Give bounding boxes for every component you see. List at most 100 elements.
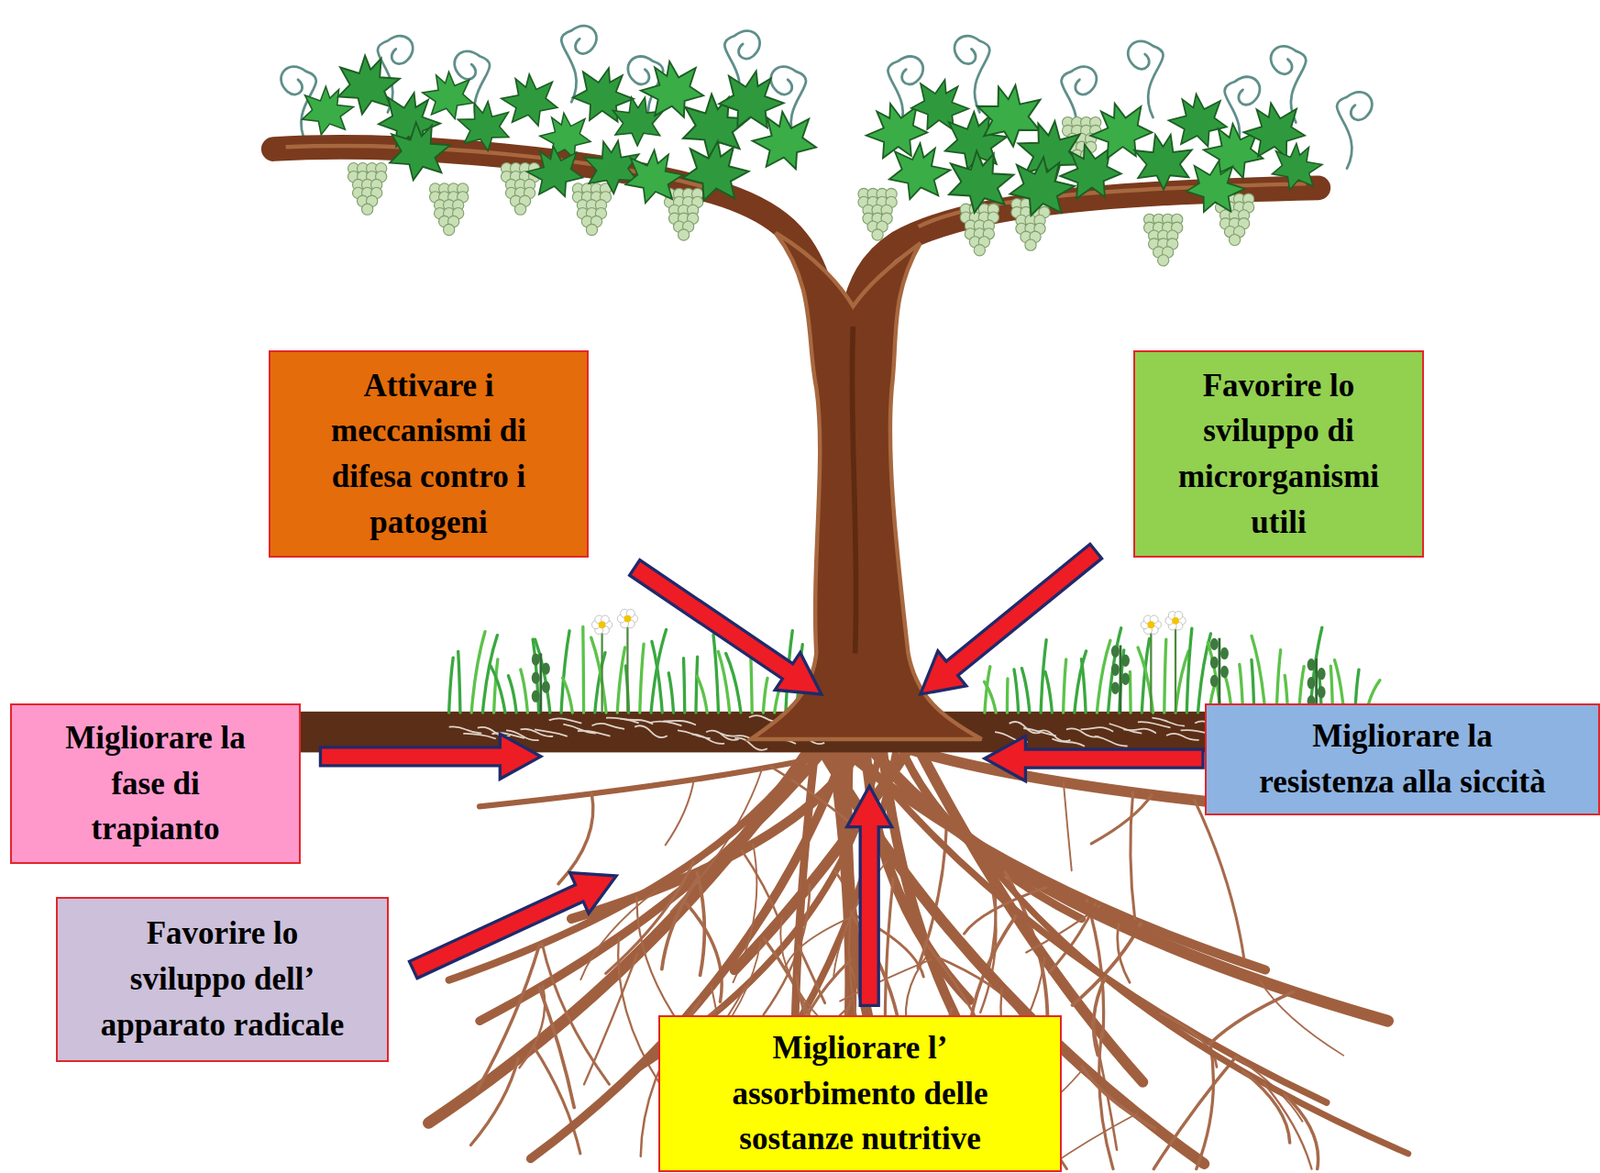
grass-blade bbox=[490, 665, 506, 713]
fine-root bbox=[449, 726, 483, 733]
root-hair bbox=[1091, 794, 1152, 844]
canopy bbox=[297, 51, 1326, 266]
grass-blade bbox=[1021, 668, 1029, 713]
seed-head bbox=[531, 689, 541, 702]
trunk-shade bbox=[851, 326, 856, 653]
root-hair bbox=[1196, 1042, 1214, 1170]
grass-blade bbox=[591, 637, 607, 713]
grass-blade bbox=[1063, 659, 1067, 713]
fine-root bbox=[577, 730, 611, 737]
fine-root bbox=[634, 725, 668, 738]
grape bbox=[585, 223, 597, 235]
flower-center bbox=[624, 615, 632, 623]
grass-blade bbox=[1074, 651, 1087, 713]
root-hair bbox=[1099, 1033, 1114, 1170]
fine-root bbox=[1123, 728, 1157, 734]
vine-leaf bbox=[612, 97, 664, 147]
flower-stem bbox=[600, 624, 603, 713]
vine-leaf bbox=[674, 132, 755, 212]
seed-head bbox=[531, 671, 541, 684]
grass-blade bbox=[617, 647, 625, 713]
grass-blade bbox=[651, 640, 663, 713]
root-hair bbox=[1153, 1056, 1236, 1169]
root-hair bbox=[541, 943, 609, 1084]
grass-blade bbox=[684, 658, 685, 713]
fine-root bbox=[662, 720, 696, 726]
grass-blade bbox=[494, 659, 498, 713]
grass-blade bbox=[562, 677, 574, 713]
root-hair bbox=[1263, 1082, 1312, 1170]
grape bbox=[1025, 239, 1037, 251]
fine-root bbox=[649, 721, 683, 727]
flower-stem bbox=[626, 618, 629, 713]
seed-head bbox=[1111, 645, 1120, 658]
red-arrow bbox=[920, 543, 1103, 695]
grape bbox=[362, 203, 374, 215]
seed-head bbox=[1210, 638, 1219, 651]
grass-blade bbox=[1164, 639, 1167, 713]
flower-center bbox=[1147, 620, 1155, 629]
fine-root bbox=[1094, 736, 1128, 747]
tendril bbox=[1127, 41, 1163, 118]
vine-leaf bbox=[1002, 149, 1081, 227]
root-hair bbox=[558, 793, 594, 883]
box-label: Migliorare l’ assorbimento delle sostanz… bbox=[711, 1025, 1009, 1162]
root-hair bbox=[741, 849, 781, 922]
fine-root bbox=[1166, 733, 1200, 740]
box-label: Migliorare la resistenza alla siccità bbox=[1247, 713, 1557, 805]
vine-leaf bbox=[1178, 152, 1251, 224]
fine-root bbox=[620, 718, 654, 725]
seed-head bbox=[1317, 685, 1326, 698]
grape bbox=[973, 244, 985, 256]
root-hair bbox=[606, 861, 694, 974]
grass-blade bbox=[696, 675, 707, 713]
fine-root bbox=[477, 727, 511, 737]
fine-root bbox=[1023, 728, 1057, 736]
fine-root bbox=[1051, 738, 1085, 746]
benefit-box: Migliorare la resistenza alla siccità bbox=[1204, 703, 1600, 816]
root-hair bbox=[670, 768, 762, 912]
vine-leaf bbox=[384, 118, 453, 186]
root-hair bbox=[477, 944, 541, 1089]
grass-blade bbox=[713, 634, 718, 713]
root-hair bbox=[518, 985, 545, 1068]
vine-leaf bbox=[746, 103, 824, 180]
root-hair bbox=[784, 916, 852, 968]
root-hair bbox=[1093, 977, 1106, 1055]
red-arrow bbox=[984, 736, 1203, 782]
grape bbox=[871, 229, 883, 241]
fine-root bbox=[591, 723, 625, 729]
fine-root bbox=[549, 717, 583, 723]
benefit-box: Favorire lo sviluppo dell’ apparato radi… bbox=[55, 896, 389, 1062]
vine-leaf bbox=[975, 82, 1045, 150]
seed-stalk bbox=[1119, 645, 1123, 713]
seed-stalk bbox=[539, 652, 542, 713]
grass-blade bbox=[762, 677, 768, 713]
tendril bbox=[954, 35, 990, 112]
seed-head bbox=[1111, 663, 1120, 676]
root-hair bbox=[1117, 924, 1130, 983]
seed-head bbox=[1111, 682, 1120, 695]
fine-root bbox=[1109, 723, 1143, 734]
flower-stem bbox=[1149, 624, 1152, 713]
grass-blade bbox=[640, 643, 644, 713]
root-hair bbox=[1259, 980, 1344, 1056]
grass-blade bbox=[449, 657, 454, 713]
fine-root bbox=[534, 728, 568, 736]
root-hair bbox=[1081, 1066, 1156, 1129]
tendril bbox=[1336, 91, 1372, 168]
seed-head bbox=[1317, 667, 1326, 680]
seed-head bbox=[1121, 654, 1130, 667]
root-hair bbox=[1063, 782, 1072, 871]
box-label: Attivare i meccanismi di difesa contro i… bbox=[300, 363, 557, 546]
grass-blade bbox=[1045, 672, 1052, 713]
red-arrow bbox=[847, 785, 893, 1005]
red-arrow bbox=[629, 560, 822, 695]
red-arrow bbox=[320, 733, 541, 779]
seed-head bbox=[541, 680, 551, 693]
vine-arm bbox=[852, 187, 1318, 313]
box-label: Favorire lo sviluppo dell’ apparato radi… bbox=[93, 910, 352, 1048]
vine-leaf bbox=[882, 136, 956, 209]
root-hair bbox=[1211, 992, 1293, 1043]
